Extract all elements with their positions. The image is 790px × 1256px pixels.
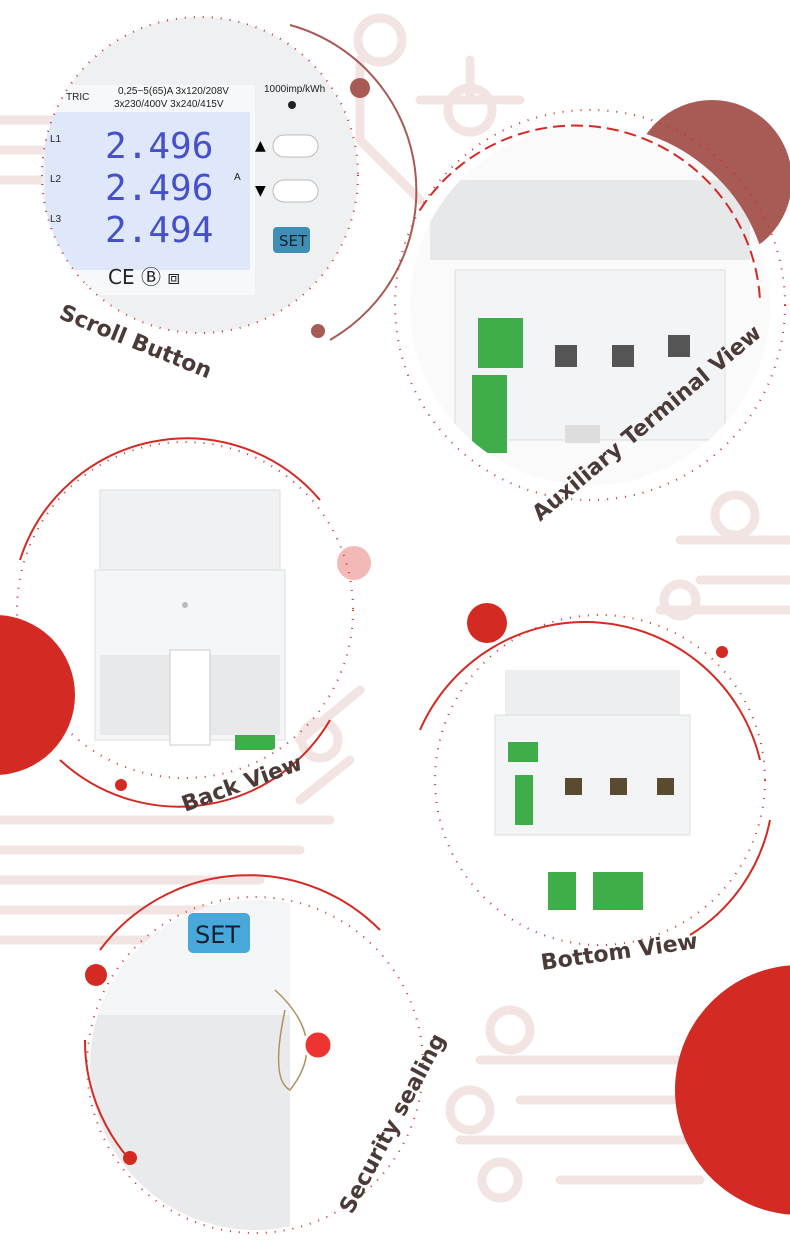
unit-label: A [234, 172, 241, 183]
rating-line-1: 0,25~5(65)A 3x120/208V [118, 86, 229, 97]
phase-label: L2 [50, 174, 62, 185]
set-button[interactable] [273, 227, 310, 253]
down-button[interactable] [272, 179, 319, 203]
impulse-rate: 1000imp/kWh [264, 84, 325, 95]
up-button[interactable] [272, 134, 319, 158]
rating-line-2: 3x230/400V 3x240/415V [114, 99, 224, 110]
label-back-view: Back View [179, 751, 306, 818]
frequency-fragment: 0Hz [70, 282, 88, 293]
certification-marks: CE Ⓑ ⧈ [108, 265, 180, 289]
spare-connector-5pin [593, 872, 643, 910]
label-bottom-view: Bottom View [539, 929, 699, 976]
set-button-label: SET [279, 232, 308, 250]
seal-icon [302, 1029, 334, 1061]
decor-circle-red-left [0, 615, 75, 775]
terminal-block-2pin [478, 318, 523, 368]
phase-label: L1 [50, 134, 62, 145]
lcd-value-l3: 2.494 [105, 210, 213, 251]
circuit-pattern [0, 13, 790, 1203]
back-view-panel: Back View [16, 437, 354, 818]
label-security-sealing: Security sealing [335, 1030, 451, 1218]
decor-dot-pink [337, 546, 371, 580]
set-button-closeup [188, 913, 250, 953]
lcd-value-l1: 2.496 [105, 126, 213, 167]
lcd-screen [45, 112, 250, 270]
set-label-closeup: SET [195, 921, 240, 949]
terminal-block-5pin [472, 375, 507, 453]
phase-label: L3 [50, 214, 62, 225]
security-sealing-panel: SET Security sealing [83, 874, 451, 1234]
brand-fragment: TRIC [66, 92, 89, 103]
down-arrow-icon: ▼ [255, 183, 266, 199]
spare-connector-2pin [548, 872, 576, 910]
up-arrow-icon: ▲ [255, 138, 266, 154]
decor-dot-red [467, 603, 507, 643]
bottom-view-panel: Bottom View [419, 614, 771, 976]
lcd-value-l2: 2.496 [105, 168, 213, 209]
decor-circle-red-bottom [675, 965, 790, 1215]
